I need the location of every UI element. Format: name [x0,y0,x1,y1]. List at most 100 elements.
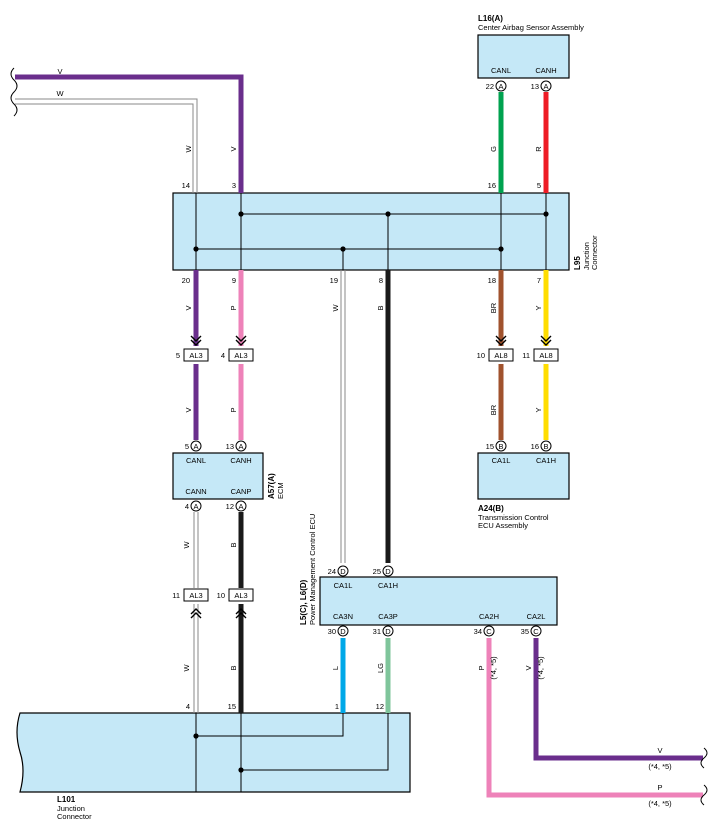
pin-circle [495,80,507,92]
wire-color-label: Y [534,305,543,310]
component-ref: A57(A) [267,473,276,499]
component-name: Transmission Control [478,513,549,522]
signal-label: CANH [230,456,251,465]
pin-number: 13 [531,82,539,91]
pin-number: 10 [477,351,485,360]
pin-circle [382,625,394,637]
wire-color-label: V [524,665,533,670]
break-mark-left [10,67,18,117]
component-ref: L5(C), L6(D) [299,579,308,625]
wire-color-label: P [657,783,662,792]
al3-label: AL3 [189,351,202,360]
wire-v-top [15,74,244,193]
chevron-up-icon [190,608,202,619]
junction-dot [193,733,199,739]
pin-number: 4 [221,351,225,360]
pin-letter: B [498,442,503,451]
pin-circle [235,500,247,512]
chevron-down-icon [190,335,202,346]
pin-circle [337,565,349,577]
pin-number: 20 [182,276,190,285]
wire-color-label: W [331,304,340,312]
l101-bus-top [196,713,344,737]
wire-color-label: L [331,666,340,670]
wire-color-label: G [489,146,498,152]
wire-note: (*4, *5) [648,799,672,808]
pin-letter: A [238,502,243,511]
pin-number: 24 [328,567,336,576]
signal-label: CA1H [378,581,398,590]
wire-color-label: V [184,407,193,412]
signal-label: CA2L [527,612,546,621]
al8-label: AL8 [539,351,552,360]
pin-number: 5 [537,181,541,190]
al3-connector [228,348,254,362]
signal-label: CA1L [492,456,511,465]
pin-number: 1 [335,702,339,711]
pin-letter: A [238,442,243,451]
wire-w-top-inner [15,103,194,193]
l101-bus-bottom [241,713,389,771]
signal-label: CA3N [333,612,353,621]
a57-title: A57(A) ECM [267,473,285,499]
pin-number: 34 [474,627,482,636]
pin-letter: A [543,82,548,91]
junction-dot [385,211,391,217]
wire-note: (*4, *5) [536,656,545,680]
wire-color-label: R [534,146,543,152]
al3-connector [183,588,209,602]
pin-number: 25 [373,567,381,576]
pin-number: 5 [185,442,189,451]
wire-w-top-outer [15,98,198,193]
chevron-down-icon [235,335,247,346]
al8-connector [533,348,559,362]
wire-color-label: W [182,664,191,672]
pin-number: 30 [328,627,336,636]
pin-number: 10 [217,591,225,600]
pin-circle [337,625,349,637]
wire-color-label: B [229,542,238,547]
wire-color-label: Y [534,407,543,412]
wire-color-label: V [229,146,238,151]
l5-title: L5(C), L6(D) Power Management Control EC… [299,514,317,625]
pin-letter: D [385,567,391,576]
pin-number: 7 [537,276,541,285]
break-mark-right-v [700,747,708,769]
pin-letter: C [486,627,492,636]
pin-number: 22 [486,82,494,91]
pin-circle [530,625,542,637]
pin-letter: D [385,627,391,636]
signal-label: CANL [186,456,206,465]
chevron-icons [190,335,552,619]
wire-color-label: V [657,746,662,755]
pin-number: 8 [379,276,383,285]
chevron-down-icon [495,335,507,346]
break-mark-right-p [700,784,708,806]
pin-number: 18 [488,276,496,285]
signal-label: CA1L [334,581,353,590]
pin-number: 4 [186,702,190,711]
pin-number: 35 [521,627,529,636]
signal-label: CA3P [378,612,398,621]
wire-color-label: B [229,665,238,670]
component-name: Center Airbag Sensor Assembly [478,23,584,32]
wire-color-label: V [57,67,62,76]
chevron-down-icon [540,335,552,346]
a24-box [477,452,570,500]
pin-circle [382,565,394,577]
pin-letter: A [193,442,198,451]
l101-box [16,712,411,793]
wire-color-label: W [56,89,64,98]
component-ref: A24(B) [478,504,504,513]
pin-number: 16 [531,442,539,451]
pin-number: 4 [185,502,189,511]
pin-letter: A [498,82,503,91]
chevron-up-icon [235,608,247,619]
pin-number: 13 [226,442,234,451]
pin-number: 15 [486,442,494,451]
component-ref: L101 [57,795,76,804]
component-name: Junction [57,804,85,813]
al8-connector [488,348,514,362]
pin-number: 15 [228,702,236,711]
